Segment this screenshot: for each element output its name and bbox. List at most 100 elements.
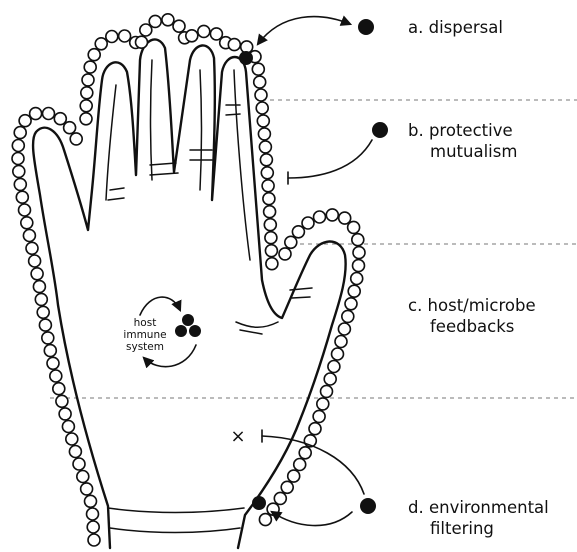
microbe-bead [254,76,266,88]
microbe-bead [70,133,82,145]
microbe-bead [351,273,363,285]
microbe-bead [106,31,118,43]
microbe-bead [299,447,311,459]
microbe-bead [82,74,94,86]
microbe-bead [279,248,291,260]
microbe-bead [39,319,51,331]
microbe-bead [294,459,306,471]
microbe-bead [80,100,92,112]
microbe-bead [324,373,336,385]
microbe-bead [332,348,344,360]
microbe-bead [274,492,286,504]
microbe-bead [21,217,33,229]
host-label: host [134,317,157,329]
finger-line-3 [200,70,202,190]
microbe-bead [44,345,56,357]
microbe-bead [302,217,314,229]
mutualist-microbe [372,122,388,138]
microbe-bead [26,242,38,254]
immune-arrow-top [140,297,180,315]
microbe-bead [314,211,326,223]
microbe-bead [69,446,81,458]
microbe-bead [348,285,360,297]
microbe-bead [64,122,76,134]
microbe-bead [259,141,271,153]
microbe-bead [256,102,268,114]
microbe-bead [261,167,273,179]
microbe-bead [14,127,26,139]
microbe-bead [313,410,325,422]
microbe-bead [16,191,28,203]
mutualism-inhibit-line [288,140,372,178]
microbe-bead [47,357,59,369]
knuckle-4 [226,105,240,115]
microbe-bead [59,408,71,420]
microbe-bead [23,230,35,242]
label-protective: b. protective [408,121,513,140]
microbe-bead [19,115,31,127]
microbe-bead [257,115,269,127]
microbe-bead [198,25,210,37]
microbe-bead [119,30,131,42]
microbe-bead [265,232,277,244]
microbe-bead [292,226,304,238]
microbe-bead [173,20,185,32]
filtering-arrow [272,512,352,526]
dispersal-microbe [358,19,374,35]
microbe-bead [335,336,347,348]
dispersal-landed-microbe [239,51,253,65]
microbe-bead [264,219,276,231]
microbe-bead [73,458,85,470]
immune-label: immune [123,329,166,341]
immune-cluster [175,314,201,337]
microbe-bead [37,306,49,318]
microbe-bead [50,370,62,382]
microbe-bead [353,247,365,259]
palm-crease [236,322,278,334]
microbe-bead [258,128,270,140]
wrist-line-2 [110,528,240,533]
dispersal-arrow [258,17,350,44]
microbe-bead [309,423,321,435]
microbe-bead [149,15,161,27]
microbe-bead [228,39,240,51]
microbe-bead [12,153,24,165]
microbe-bead [140,24,152,36]
filtered-microbe [252,496,266,510]
microbe-bead [95,38,107,50]
microbe-bead [43,108,55,120]
microbe-bead [30,108,42,120]
finger-line-2 [151,60,153,180]
microbe-bead [12,140,24,152]
microbe-bead [87,508,99,520]
microbe-bead [255,89,267,101]
microbe-bead [285,236,297,248]
microbe-bead [136,36,148,48]
microbe-bead [88,534,100,546]
microbe-bead [326,209,338,221]
microbe-bead [353,260,365,272]
microbe-bead [62,421,74,433]
microbe-bead [265,245,277,257]
system-label: system [126,341,164,353]
microbe-bead [162,14,174,26]
finger-line-1 [106,85,116,200]
microbe-bead [262,180,274,192]
microbe-bead [84,61,96,73]
microbe-bead [19,204,31,216]
microbe-bead [35,293,47,305]
microbe-bead [338,323,350,335]
microbe-bead [288,470,300,482]
microbe-bead [66,433,78,445]
microbe-bead [77,471,89,483]
microbe-bead [53,383,65,395]
microbe-bead [13,165,25,177]
microbe-bead [259,514,271,526]
microbe-bead [33,281,45,293]
label-host-microbe: c. host/microbe [408,296,536,315]
label-filtering: filtering [430,519,494,538]
microbe-bead [87,521,99,533]
microbe-bead [56,395,68,407]
